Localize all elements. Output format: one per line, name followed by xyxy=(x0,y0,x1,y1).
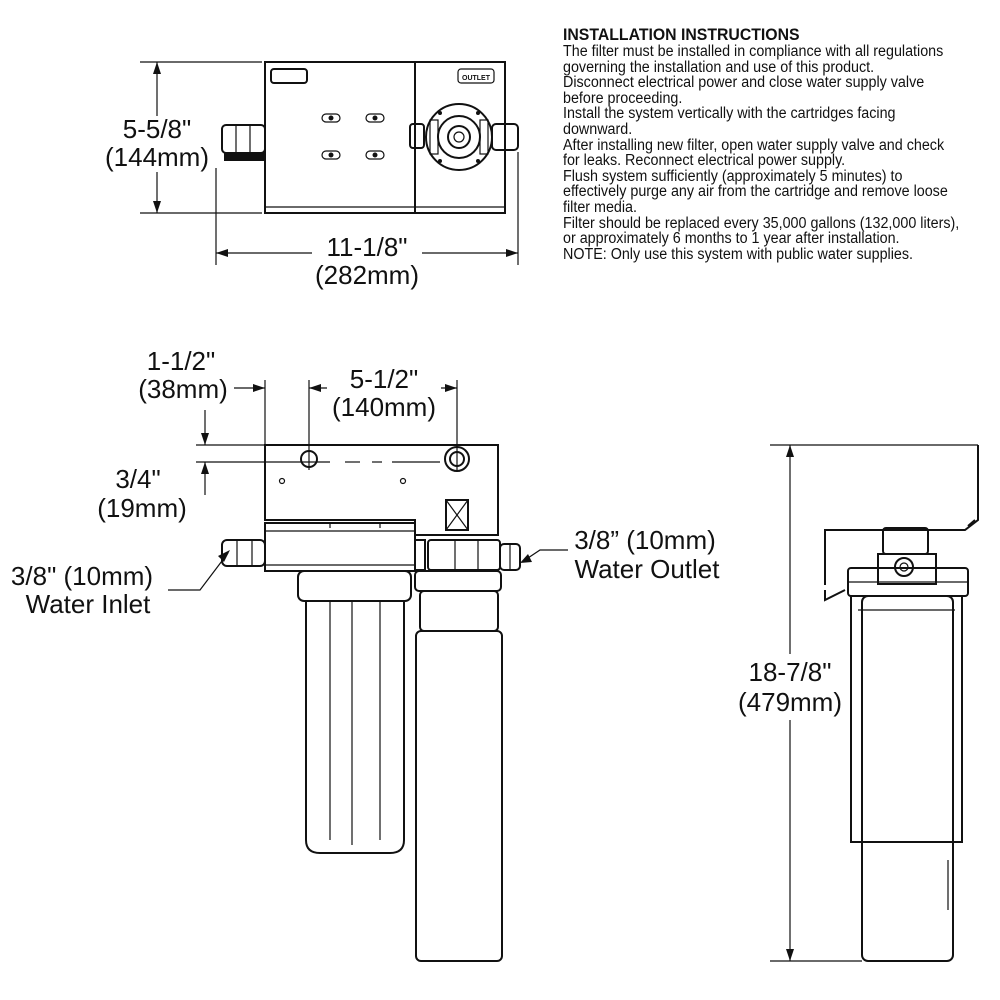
hole-drop-in: 3/4" xyxy=(115,464,160,494)
hole-drop-mm: (19mm) xyxy=(97,493,187,523)
filter-head-top xyxy=(425,103,493,171)
top-width-mm: (282mm) xyxy=(315,260,419,290)
keyhole-right xyxy=(444,446,470,472)
instruction-line: Flush system sufficiently (approximately… xyxy=(563,167,948,216)
side-height-mm: (479mm) xyxy=(738,687,842,717)
instruction-line: Disconnect electrical power and close wa… xyxy=(563,74,925,107)
front-view: 1-1/2" (38mm) 5-1/2" (140mm) 3/4" (19mm)… xyxy=(11,346,721,962)
top-width-in: 11-1/8" xyxy=(326,232,407,262)
top-height-in: 5-5/8" xyxy=(123,114,192,144)
mounting-screws xyxy=(321,113,385,160)
side-height-in: 18-7/8" xyxy=(749,657,832,687)
right-cartridge xyxy=(414,570,503,962)
side-view: 18-7/8" (479mm) xyxy=(732,444,979,962)
instruction-line: The filter must be installed in complian… xyxy=(563,43,944,76)
instructions-heading: INSTALLATION INSTRUCTIONS xyxy=(563,25,800,44)
outlet-label: Water Outlet xyxy=(575,554,721,584)
inlet-fitting-front xyxy=(221,539,266,567)
top-view: OUTLET xyxy=(105,61,519,295)
installation-instructions: INSTALLATION INSTRUCTIONS The filter mus… xyxy=(563,26,965,262)
offset-left-mm: (38mm) xyxy=(138,374,228,404)
inlet-label: Water Inlet xyxy=(26,589,152,619)
outlet-fitting-front xyxy=(499,543,521,571)
outlet-size: 3/8” (10mm) xyxy=(574,525,716,555)
instruction-line: Install the system vertically with the c… xyxy=(563,105,896,138)
left-cartridge xyxy=(297,570,412,854)
inlet-size: 3/8" (10mm) xyxy=(11,561,153,591)
outlet-fitting-top xyxy=(409,123,519,151)
hole-spacing-mm: (140mm) xyxy=(332,392,436,422)
hole-spacing-in: 5-1/2" xyxy=(350,364,419,394)
top-height-mm: (144mm) xyxy=(105,142,209,172)
instruction-line: Filter should be replaced every 35,000 g… xyxy=(563,214,960,248)
keyhole-left xyxy=(300,450,318,470)
outlet-tag: OUTLET xyxy=(462,75,491,82)
inlet-fitting-top xyxy=(221,124,266,161)
instruction-line: After installing new filter, open water … xyxy=(563,136,945,170)
instruction-line: NOTE: Only use this system with public w… xyxy=(563,245,914,263)
offset-left-in: 1-1/2" xyxy=(147,346,216,376)
